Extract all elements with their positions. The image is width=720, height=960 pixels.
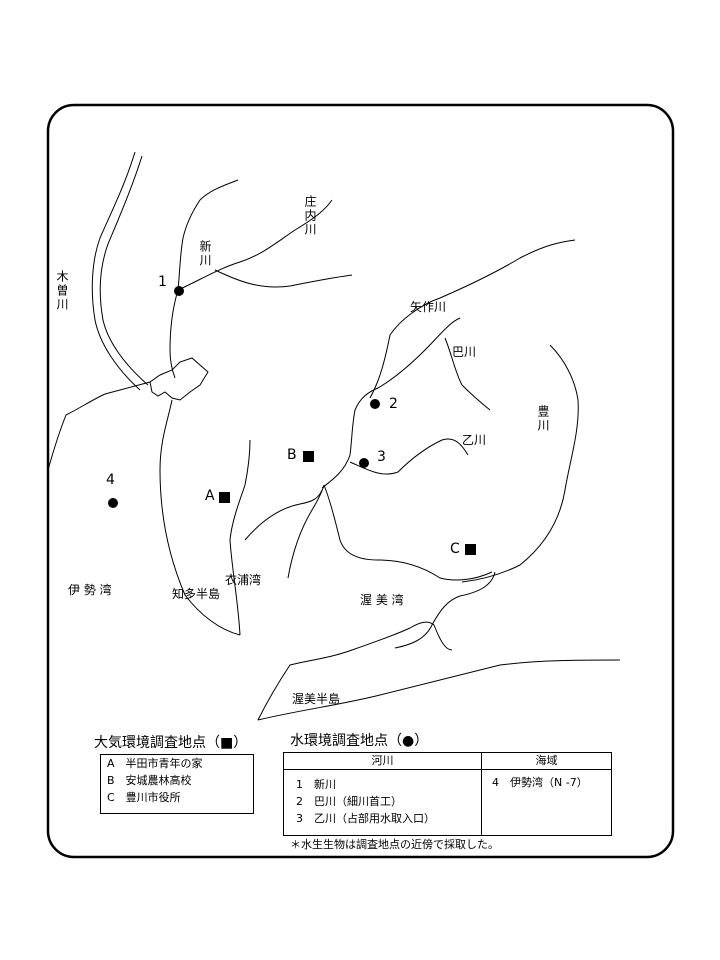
ise-label: 伊 勢 湾 xyxy=(68,582,112,597)
air-point-c-marker xyxy=(465,544,476,555)
tomoe-river xyxy=(444,337,491,411)
oto-river xyxy=(349,438,469,475)
atsumi-peninsula-label: 渥美半島 xyxy=(292,691,340,706)
shonai-label: 庄内川 xyxy=(303,194,317,237)
atsumi-peninsula xyxy=(257,621,453,721)
map-frame xyxy=(46,103,675,859)
mikawa-north-coast xyxy=(323,484,493,581)
water-point-1-label: 1 xyxy=(158,274,167,290)
shin-label: 新川 xyxy=(198,239,212,268)
water-point-2-label: 2 xyxy=(389,396,398,412)
oto-label: 乙川 xyxy=(462,433,486,447)
water-point-2-marker xyxy=(370,399,380,409)
chita-west-coast xyxy=(159,399,241,636)
toyo-label: 豊川 xyxy=(536,405,550,433)
kiso-river-bank xyxy=(99,155,149,386)
chita-east-coast xyxy=(229,439,251,636)
kiso-label: 木曽川 xyxy=(55,270,69,312)
sea-column-header: 海域 xyxy=(482,753,611,770)
kinuura-east-coast xyxy=(287,484,325,579)
air-point-a-marker xyxy=(219,492,230,503)
atsumi-bay-coast xyxy=(394,571,496,649)
water-point-1-marker xyxy=(174,286,184,296)
yahagi-river xyxy=(321,317,461,489)
nagoya-coast xyxy=(149,357,209,401)
river-row: 1 新川 xyxy=(296,778,336,791)
air-legend-item: A 半田市青年の家 xyxy=(107,757,203,770)
shin-river-lower xyxy=(169,289,179,379)
column-divider xyxy=(481,753,482,835)
chita-label: 知多半島 xyxy=(172,586,220,601)
water-point-3-marker xyxy=(359,458,369,468)
ise-bay-west-coast xyxy=(47,381,151,471)
water-point-3-label: 3 xyxy=(377,449,386,465)
yahagi-label: 矢作川 xyxy=(410,300,446,314)
air-legend-item: C 豊川市役所 xyxy=(107,791,181,804)
water-legend-title: 水環境調査地点（●） xyxy=(290,733,429,749)
atsumi-south-coast xyxy=(257,659,621,721)
river-row: 3 乙川（占部用水取入口） xyxy=(296,812,435,825)
water-legend-table: 河川 海域 1 新川 2 巴川（細川首工） 3 乙川（占部用水取入口） 4 伊勢… xyxy=(283,752,612,836)
kinuura-coast xyxy=(244,489,323,541)
river-column-header: 河川 xyxy=(284,753,481,770)
yahagi-upper xyxy=(369,239,576,399)
air-point-c-label: C xyxy=(450,541,460,557)
air-point-b-label: B xyxy=(287,447,297,463)
air-legend-title: 大気環境調査地点（■） xyxy=(94,735,248,751)
air-legend-item: B 安城農林高校 xyxy=(107,774,192,787)
air-point-b-marker xyxy=(303,451,314,462)
air-legend-list: A 半田市青年の家 B 安城農林高校 C 豊川市役所 xyxy=(100,754,254,814)
kiso-river xyxy=(91,151,141,391)
water-point-4-label: 4 xyxy=(106,472,115,488)
tomoe-label: 巴川 xyxy=(452,345,476,359)
toyo-river xyxy=(461,344,579,583)
sea-row: 4 伊勢湾（N -7） xyxy=(492,776,588,789)
air-point-a-label: A xyxy=(205,488,215,504)
footnote: ＊水生生物は調査地点の近傍で採取した。 xyxy=(290,838,499,851)
kinuura-label: 衣浦湾 xyxy=(225,572,261,587)
atsumi-bay-label: 渥 美 湾 xyxy=(360,592,404,607)
river-row: 2 巴川（細川首工） xyxy=(296,795,402,808)
water-point-4-marker xyxy=(108,498,118,508)
shonai-tributary xyxy=(214,269,353,288)
shonai-river xyxy=(177,199,333,291)
shin-river xyxy=(177,179,239,291)
